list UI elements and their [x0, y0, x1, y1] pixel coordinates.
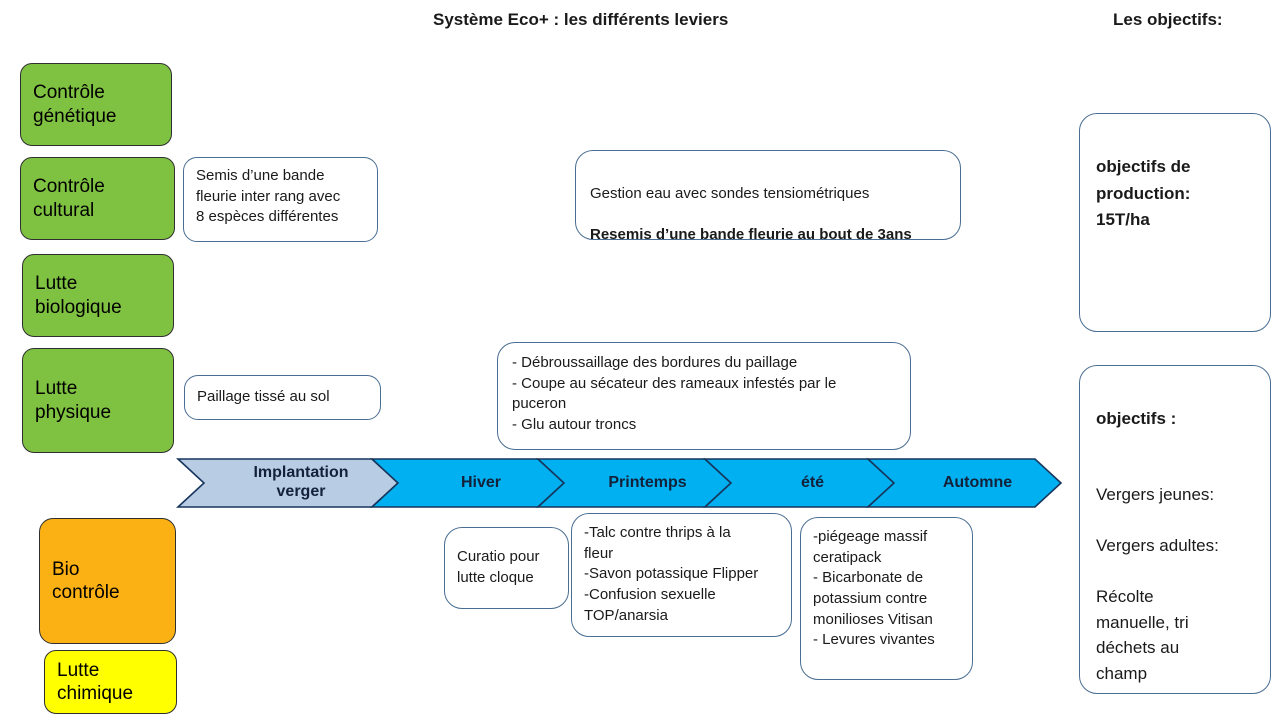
timeline-stage-2[interactable]	[369, 458, 566, 508]
callout-semis-bande-fleurie: Semis d’une bande fleurie inter rang ave…	[183, 157, 378, 242]
timeline-stage-1[interactable]	[175, 458, 400, 508]
lever-label: Lutte physique	[35, 378, 112, 423]
callout-debroussaillage: - Débroussaillage des bordures du pailla…	[497, 342, 911, 450]
lever-box-lutte-biologique[interactable]: Lutte biologique	[22, 254, 174, 337]
timeline-stage-4[interactable]	[702, 458, 896, 508]
callout-line-resemis: Resemis d’une bande fleurie au bout de 3…	[590, 226, 912, 244]
lever-label: Bio contrôle	[52, 558, 120, 603]
objectives-general-box: objectifs : Vergers jeunes: Vergers adul…	[1079, 365, 1271, 694]
lever-box-lutte-physique[interactable]: Lutte physique	[22, 348, 174, 453]
page-title: Système Eco+ : les différents leviers	[433, 10, 729, 29]
callout-curatio-cloque: Curatio pour lutte cloque	[444, 527, 569, 609]
lever-box-controle-genetique[interactable]: Contrôle génétique	[20, 63, 172, 146]
objectives-general-heading: objectifs :	[1096, 408, 1177, 428]
lever-box-lutte-chimique[interactable]: Lutte chimique	[44, 650, 177, 714]
timeline-stage-3[interactable]	[535, 458, 733, 508]
callout-printemps-biocontrole: -Talc contre thrips à la fleur -Savon po…	[571, 513, 792, 637]
callout-paillage-tisse: Paillage tissé au sol	[184, 375, 381, 420]
objectives-production-heading: objectifs de production: 15T/ha	[1096, 157, 1191, 230]
objectives-title: Les objectifs:	[1113, 10, 1223, 29]
lever-label: Lutte chimique	[57, 659, 134, 704]
callout-gestion-eau: Gestion eau avec sondes tensiométriques …	[575, 150, 961, 243]
objectives-general-body: Vergers jeunes: Vergers adultes: Récolte…	[1096, 485, 1219, 683]
lever-label: Contrôle génétique	[33, 82, 117, 127]
lever-label: Contrôle cultural	[33, 176, 105, 221]
lever-label: Lutte biologique	[35, 273, 122, 318]
callout-ete-biocontrole: -piégeage massif ceratipack - Bicarbonat…	[800, 517, 973, 680]
lever-box-controle-cultural[interactable]: Contrôle cultural	[20, 157, 175, 240]
lever-box-bio-controle[interactable]: Bio contrôle	[39, 518, 176, 644]
timeline-stage-5[interactable]	[865, 458, 1063, 508]
callout-line-gestion-eau: Gestion eau avec sondes tensiométriques	[590, 184, 870, 202]
objectives-production-box: objectifs de production: 15T/ha	[1079, 113, 1271, 332]
